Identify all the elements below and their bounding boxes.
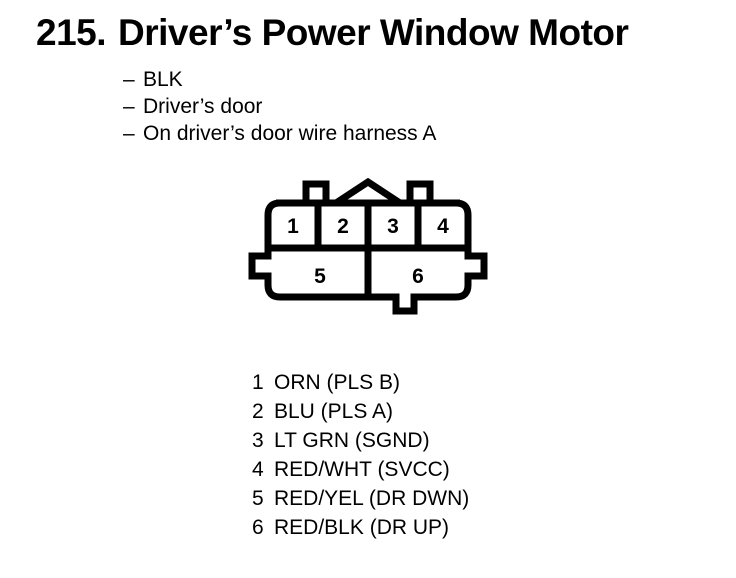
- page-title: 215. Driver’s Power Window Motor: [36, 12, 629, 53]
- connector-pin-3: 3: [387, 215, 399, 238]
- pin-legend-row: 1 ORN (PLS B): [252, 368, 469, 397]
- connector-pin-4: 4: [437, 215, 449, 238]
- dash-icon: –: [123, 122, 135, 145]
- pin-legend-row: 3 LT GRN (SGND): [252, 426, 469, 455]
- description-list: –BLK –Driver’s door –On driver’s door wi…: [123, 66, 436, 147]
- pin-legend-row: 2 BLU (PLS A): [252, 397, 469, 426]
- pin-legend-row: 6 RED/BLK (DR UP): [252, 513, 469, 542]
- connector-body-outline: [248, 178, 488, 315]
- pin-legend-wire: RED/YEL (DR DWN): [274, 487, 470, 510]
- locking-tab-right-icon: [406, 180, 434, 203]
- dash-icon: –: [123, 95, 135, 118]
- pin-legend-wire: ORN (PLS B): [274, 371, 401, 394]
- pin-legend-row: 5 RED/YEL (DR DWN): [252, 484, 469, 513]
- pin-legend-wire: RED/WHT (SVCC): [274, 458, 450, 481]
- page-title-text: Driver’s Power Window Motor: [118, 12, 629, 53]
- description-item-label: On driver’s door wire harness A: [143, 122, 437, 145]
- connector-pin-1: 1: [287, 215, 299, 238]
- pin-legend: 1 ORN (PLS B) 2 BLU (PLS A) 3 LT GRN (SGND)…: [252, 368, 469, 542]
- description-item: –BLK: [123, 66, 436, 93]
- pin-legend-wire: LT GRN (SGND): [274, 429, 430, 452]
- page-title-number: 215.: [36, 12, 107, 53]
- pin-legend-row: 4 RED/WHT (SVCC): [252, 455, 469, 484]
- locking-tab-left-icon: [302, 180, 330, 203]
- description-item-label: BLK: [143, 68, 183, 91]
- pin-legend-number: 3: [252, 429, 264, 452]
- center-peak-icon: [334, 178, 402, 206]
- connector-svg: 1 2 3 4 5 6: [248, 178, 488, 315]
- description-item-label: Driver’s door: [143, 95, 263, 118]
- pin-legend-number: 5: [252, 487, 264, 510]
- pin-legend-number: 6: [252, 516, 264, 539]
- connector-pin-5: 5: [314, 265, 326, 288]
- connector-pin-2: 2: [337, 215, 349, 238]
- connector-pin-6: 6: [412, 265, 424, 288]
- pin-legend-number: 1: [252, 371, 264, 394]
- pin-legend-number: 2: [252, 400, 264, 423]
- pin-legend-wire: BLU (PLS A): [274, 400, 394, 423]
- pin-legend-wire: RED/BLK (DR UP): [274, 516, 450, 539]
- pin-legend-number: 4: [252, 458, 264, 481]
- connector-diagram: 1 2 3 4 5 6: [248, 178, 498, 333]
- description-item: –Driver’s door: [123, 93, 436, 120]
- dash-icon: –: [123, 68, 135, 91]
- description-item: –On driver’s door wire harness A: [123, 120, 436, 147]
- connector-grid: [268, 203, 468, 297]
- connector-shell: [248, 199, 488, 315]
